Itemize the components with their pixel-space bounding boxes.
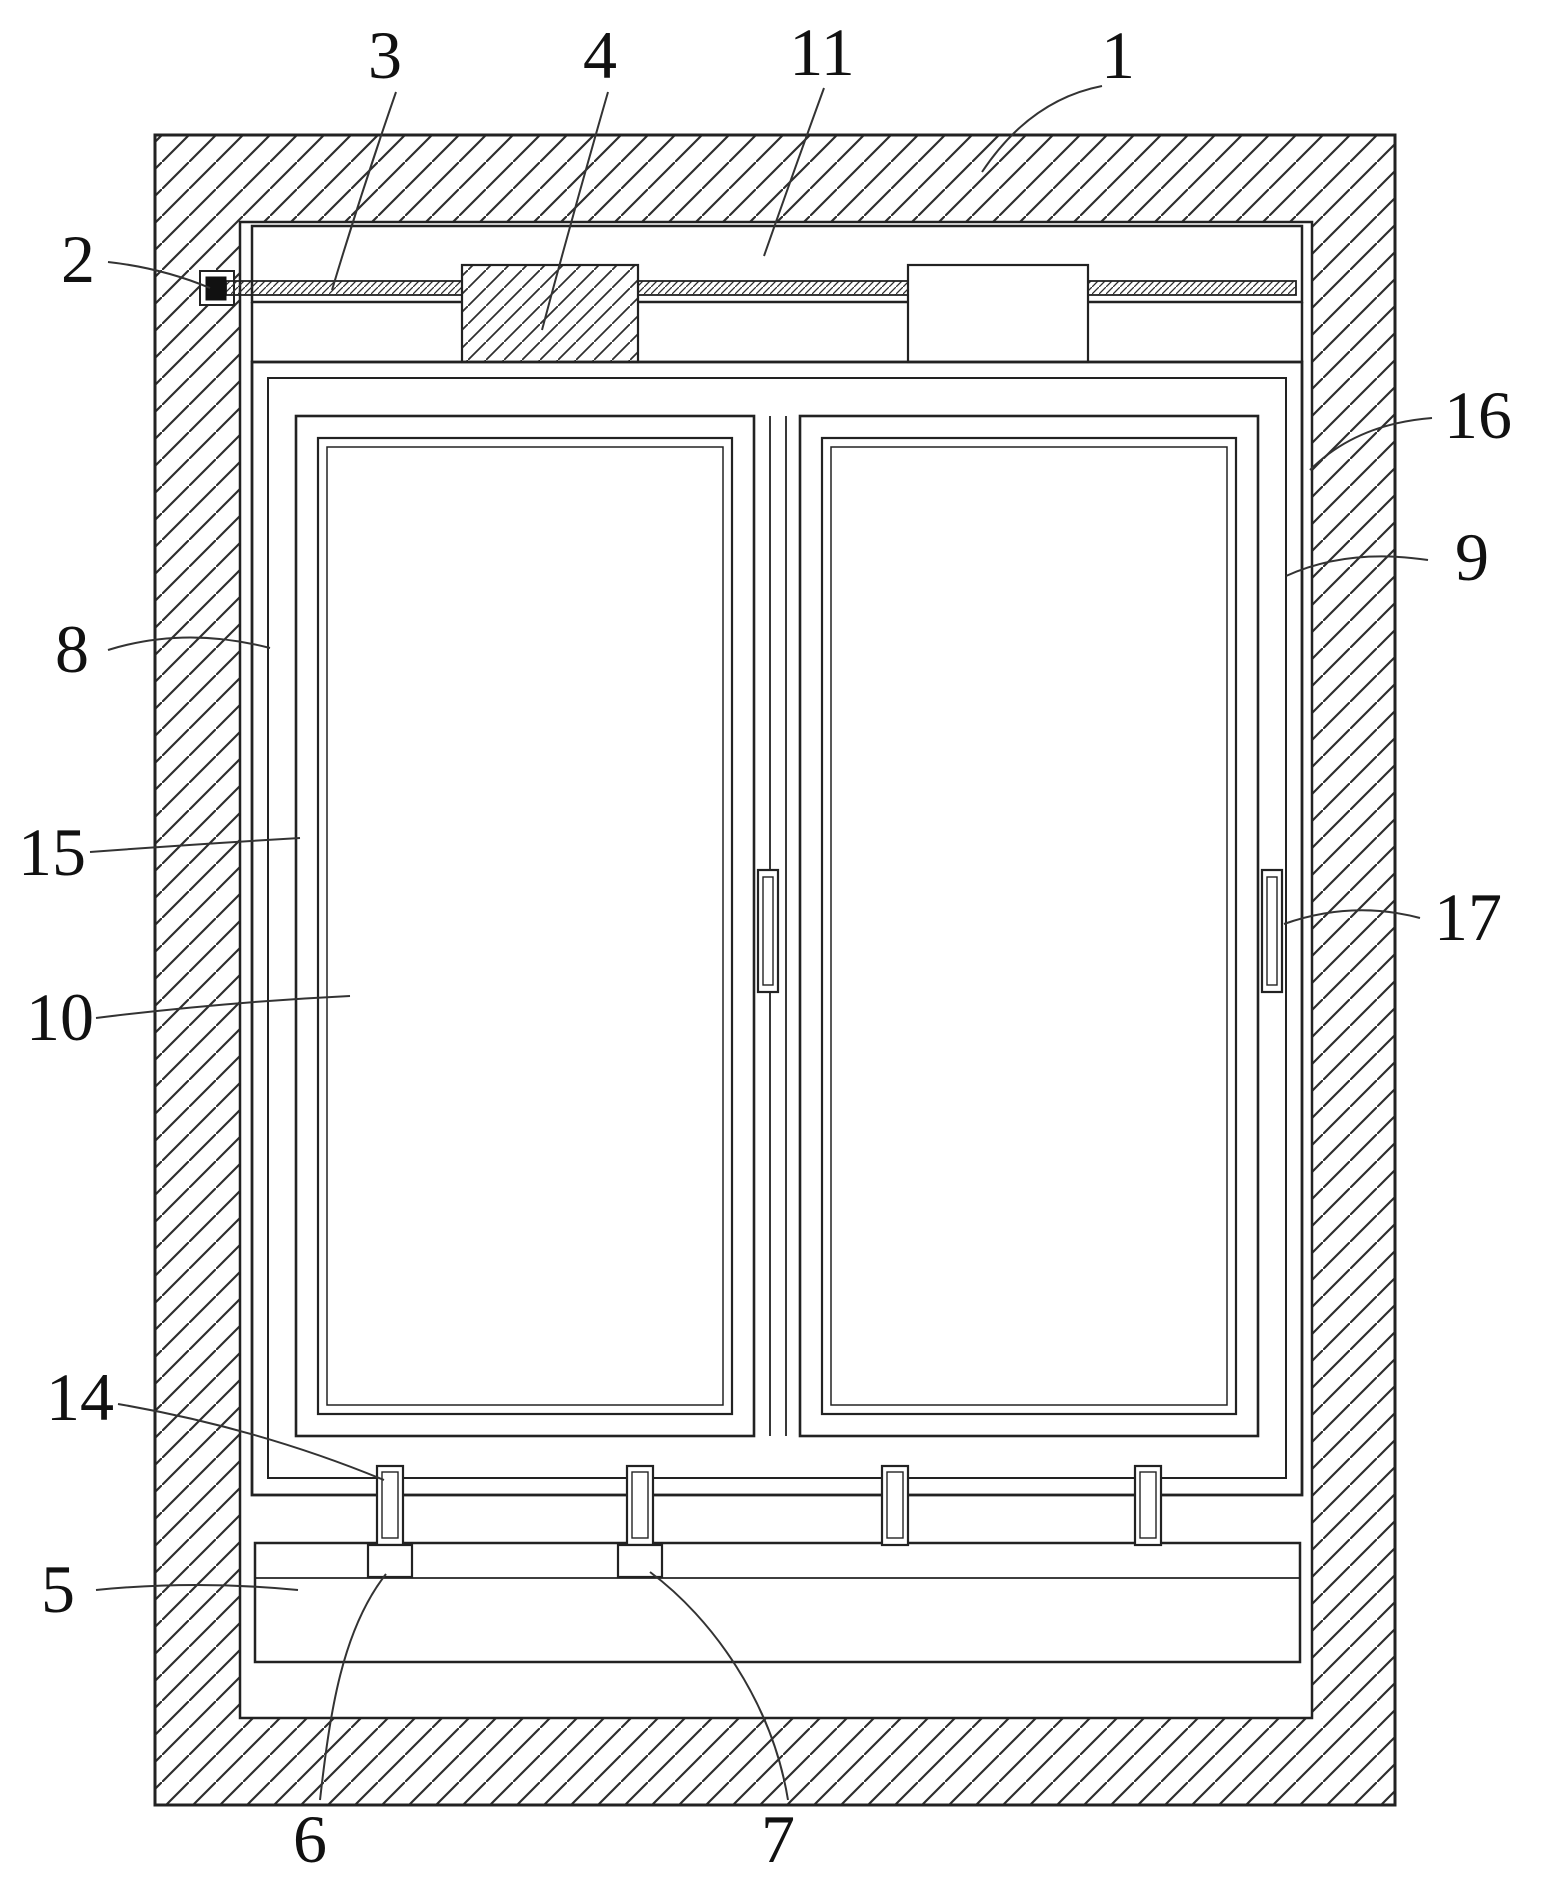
rod-end-cap [205,276,227,301]
center-handle [756,868,780,994]
ref-label-10: 10 [26,979,94,1055]
roller-4 [1133,1464,1163,1547]
ref-label-11: 11 [789,14,854,90]
ref-label-1: 1 [1101,17,1135,93]
roller-1-foot [366,1543,414,1579]
leader-line-14 [117,1403,385,1481]
ref-label-9: 9 [1455,519,1489,595]
window-frame [250,360,1304,1497]
right-sash [798,414,1260,1438]
roller-2 [616,1464,664,1579]
leader-lines [89,85,1433,1801]
leader-line-8 [107,636,271,651]
ref-label-5: 5 [41,1551,75,1627]
top-rail-assembly [199,224,1304,364]
roller-1-inner [381,1471,399,1539]
leader-line-16 [1309,417,1433,471]
ref-label-17: 17 [1434,879,1502,955]
roller-3-inner [886,1471,904,1539]
frame-inner-line [267,377,1287,1479]
right-glass-pane [830,446,1228,1406]
leader-line-1 [981,85,1103,173]
leader-line-11 [763,87,825,257]
ref-label-4: 4 [583,17,617,93]
right-glass-outer-line [820,436,1238,1416]
roller-4-inner [1139,1471,1157,1539]
roller-2-inner [631,1471,649,1539]
ref-label-6: 6 [293,1801,327,1877]
leader-line-15 [89,837,301,853]
center-handle-body [756,868,780,994]
left-glass-outer-line [316,436,734,1416]
frame-outer-line [250,360,1304,1497]
ref-label-15: 15 [18,814,86,890]
bottom-sill [253,1541,1302,1664]
reference-labels: 3 4 11 1 2 16 9 8 15 10 17 14 5 6 7 [18,14,1512,1877]
leader-line-17 [1283,909,1421,925]
sill-body [253,1541,1302,1664]
ref-label-8: 8 [55,611,89,687]
ref-label-3: 3 [368,17,402,93]
leader-line-5 [95,1584,299,1591]
leader-line-9 [1285,555,1429,577]
right-sash-frame [798,414,1260,1438]
leader-line-3 [331,91,397,291]
right-handle [1260,868,1284,994]
ref-label-16: 16 [1444,377,1512,453]
leader-line-6 [319,1573,387,1801]
roller-3-body [880,1464,910,1547]
roller-1 [366,1464,414,1579]
leader-line-7 [649,1571,789,1801]
mount-block-left [460,263,640,364]
leader-line-10 [95,995,351,1019]
mount-block-right [906,263,1090,364]
right-handle-body [1260,868,1284,994]
right-handle-inner [1266,876,1278,986]
left-sash [294,414,756,1438]
leader-line-4 [541,91,609,331]
roller-2-foot [616,1543,664,1579]
ref-label-2: 2 [61,221,95,297]
ref-label-14: 14 [46,1359,114,1435]
leader-line-2 [107,261,211,289]
center-handle-inner [762,876,774,986]
roller-2-body [625,1464,655,1547]
guide-rod [225,280,1297,296]
roller-3 [880,1464,910,1547]
roller-4-body [1133,1464,1163,1547]
ref-label-7: 7 [761,1801,795,1877]
wall-outer-edge [153,133,1397,1807]
left-glass-pane [326,446,724,1406]
left-sash-frame [294,414,756,1438]
